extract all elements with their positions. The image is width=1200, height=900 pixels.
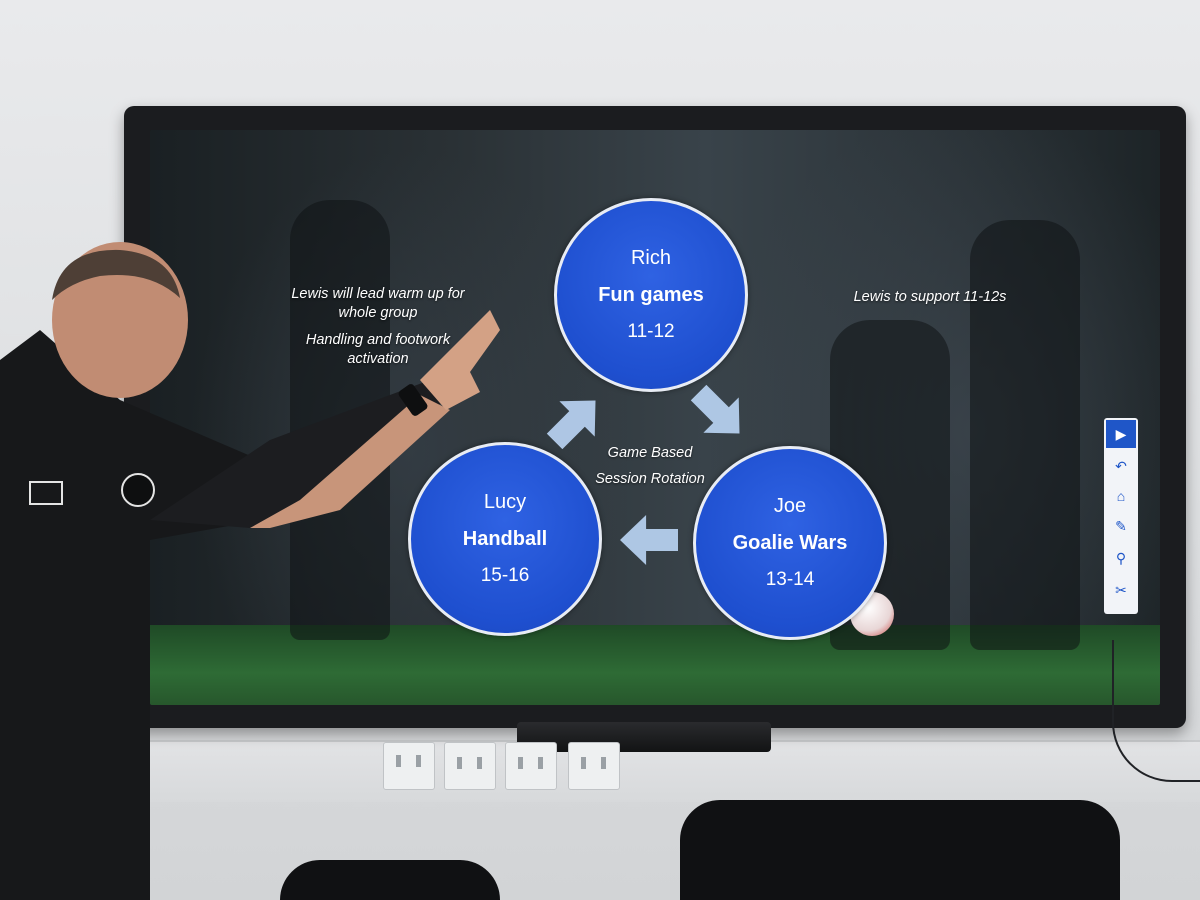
wall-outlet — [383, 742, 435, 790]
home-icon[interactable]: ⌂ — [1116, 488, 1126, 504]
circle-lucy: Lucy Handball 15-16 — [408, 442, 602, 636]
coach-name: Rich — [630, 247, 671, 269]
center-label-line-1: Game Based — [607, 445, 693, 461]
player-silhouette — [970, 220, 1080, 650]
right-note: Lewis to support 11-12s — [853, 289, 1007, 305]
left-note-line-4: activation — [347, 351, 409, 367]
circle-joe: Joe Goalie Wars 13-14 — [693, 446, 887, 640]
coach-name: Lucy — [483, 491, 527, 513]
undo-icon[interactable]: ↶ — [1115, 457, 1127, 474]
zoom-icon[interactable]: ⚲ — [1115, 549, 1127, 566]
center-label-line-2: Session Rotation — [595, 471, 705, 487]
left-note-line-3: Handling and footwork — [305, 332, 451, 348]
tools-icon[interactable]: ✂ — [1115, 581, 1127, 598]
soundbar — [517, 722, 771, 752]
left-note-line-2: whole group — [338, 305, 418, 321]
left-note-line-1: Lewis will lead warm up for — [291, 286, 465, 302]
arrow-left-icon — [620, 515, 678, 565]
circle-rich: Rich Fun games 11-12 — [554, 198, 748, 392]
age-group: 13-14 — [765, 569, 815, 590]
center-label: Game Based Session Rotation — [570, 440, 730, 492]
wall-outlet — [444, 742, 496, 790]
presenter — [0, 242, 500, 900]
left-note: Lewis will lead warm up for whole group … — [258, 285, 498, 369]
power-cable — [1112, 640, 1200, 782]
activity-name: Fun games — [598, 284, 704, 306]
wall-outlet — [568, 742, 620, 790]
pen-icon[interactable]: ✎ — [1115, 517, 1127, 534]
age-group: 15-16 — [480, 565, 530, 586]
activity-name: Goalie Wars — [732, 532, 848, 554]
screen-toolbar: ▶ ↶ ⌂ ✎ ⚲ ✂ — [1104, 418, 1138, 614]
age-group: 11-12 — [627, 321, 675, 342]
equipment-bag — [280, 860, 500, 900]
equipment-bag — [680, 800, 1120, 900]
coach-name: Joe — [773, 495, 807, 517]
play-icon[interactable]: ▶ — [1106, 420, 1136, 448]
activity-name: Handball — [462, 528, 548, 550]
wall-outlet — [505, 742, 557, 790]
